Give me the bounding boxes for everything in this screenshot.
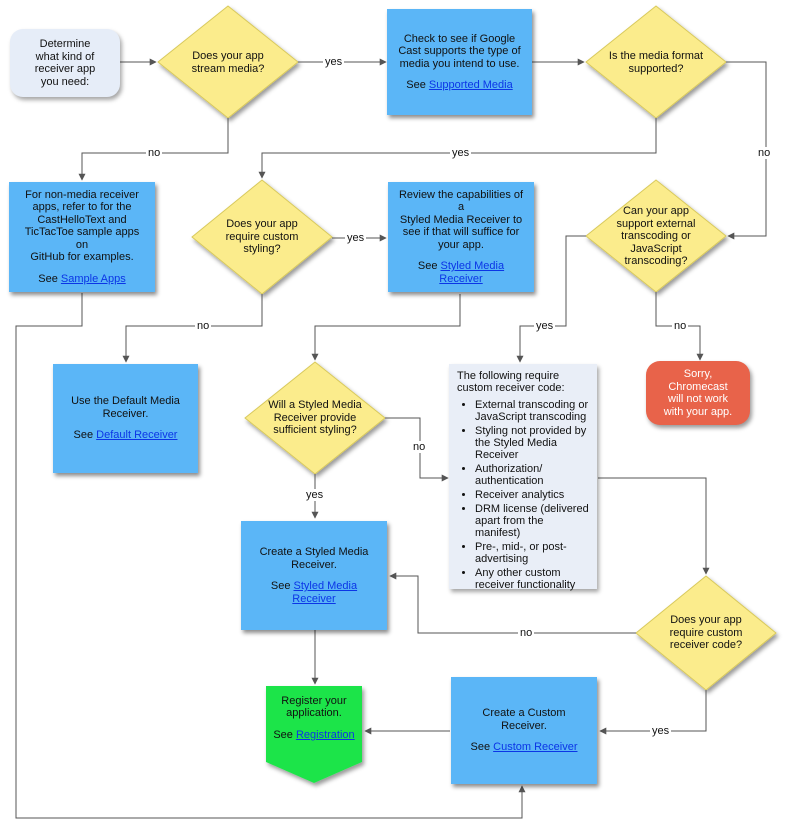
list-item: Receiver analytics: [475, 489, 591, 501]
no-label: no: [195, 320, 212, 332]
start-text: what kind of: [35, 50, 95, 63]
requirements-list: External transcoding or JavaScript trans…: [457, 399, 591, 591]
no-label: no: [411, 441, 428, 453]
default-receiver-link[interactable]: Default Receiver: [96, 429, 178, 442]
list-item: Pre-, mid-, or post-advertising: [475, 541, 591, 565]
no-label: no: [146, 147, 163, 159]
default-receiver-box: Use the Default Media Receiver. See Defa…: [53, 364, 198, 473]
no-label: no: [756, 147, 773, 159]
yes-label: yes: [650, 725, 672, 737]
custom-styling-question: Does your app require custom styling?: [225, 218, 299, 255]
sufficient-styling-question: Will a Styled Media Receiver provide suf…: [268, 399, 362, 436]
start-text: Determine: [39, 38, 91, 50]
not-supported-node: Sorry, Chromecast will not work with you…: [646, 361, 750, 425]
styled-media-receiver-link[interactable]: Styled Media Receiver: [439, 260, 505, 285]
create-custom-receiver-box: Create a Custom Receiver. See Custom Rec…: [451, 677, 597, 784]
see-label: See: [73, 429, 94, 442]
custom-code-question: Does your app require custom receiver co…: [669, 614, 743, 651]
non-media-receiver-box: For non-media receiver apps, refer to fo…: [9, 182, 155, 292]
custom-receiver-link[interactable]: Custom Receiver: [493, 741, 578, 754]
list-item: Styling not provided by the Styled Media…: [475, 425, 591, 461]
start-node: Determine what kind of receiver app you …: [10, 29, 120, 97]
yes-label: yes: [323, 56, 345, 68]
list-item: DRM license (delivered apart from the ma…: [475, 503, 591, 539]
yes-label: yes: [450, 147, 472, 159]
supported-media-link[interactable]: Supported Media: [428, 79, 513, 91]
list-item: External transcoding or JavaScript trans…: [475, 399, 591, 423]
see-label: See: [38, 272, 58, 285]
list-item: Authorization/ authentication: [475, 463, 591, 487]
see-label: See: [273, 728, 293, 741]
no-label: no: [518, 627, 535, 639]
see-label: See: [270, 580, 291, 592]
create-styled-receiver-box: Create a Styled Media Receiver. See Styl…: [241, 521, 387, 630]
see-label: See: [406, 79, 426, 91]
see-label: See: [470, 741, 491, 754]
styled-media-receiver-link[interactable]: Styled Media Receiver: [292, 580, 358, 605]
review-styled-receiver-box: Review the capabilities of a Styled Medi…: [388, 182, 534, 292]
yes-label: yes: [534, 320, 556, 332]
see-label: See: [417, 260, 438, 273]
custom-code-requirements-note: The following require custom receiver co…: [449, 364, 597, 591]
registration-link[interactable]: Registration: [295, 728, 355, 741]
register-shape: [266, 686, 362, 783]
sample-apps-link[interactable]: Sample Apps: [60, 272, 126, 285]
register-app-box: Register your application. See Registrat…: [273, 694, 355, 741]
check-cast-support-box: Check to see if Google Cast supports the…: [387, 9, 532, 115]
start-text: you need:: [40, 75, 90, 88]
transcoding-question: Can your app support external transcodin…: [616, 205, 696, 267]
list-item: Any other custom receiver functionality: [475, 567, 591, 591]
no-label: no: [672, 320, 689, 332]
note-heading: The following require custom receiver co…: [457, 370, 565, 394]
format-supported-question: Is the media format supported?: [608, 50, 704, 75]
yes-label: yes: [304, 489, 326, 501]
stream-media-question: Does your app stream media?: [191, 50, 265, 75]
yes-label: yes: [345, 232, 367, 244]
start-text: receiver app: [34, 63, 96, 75]
